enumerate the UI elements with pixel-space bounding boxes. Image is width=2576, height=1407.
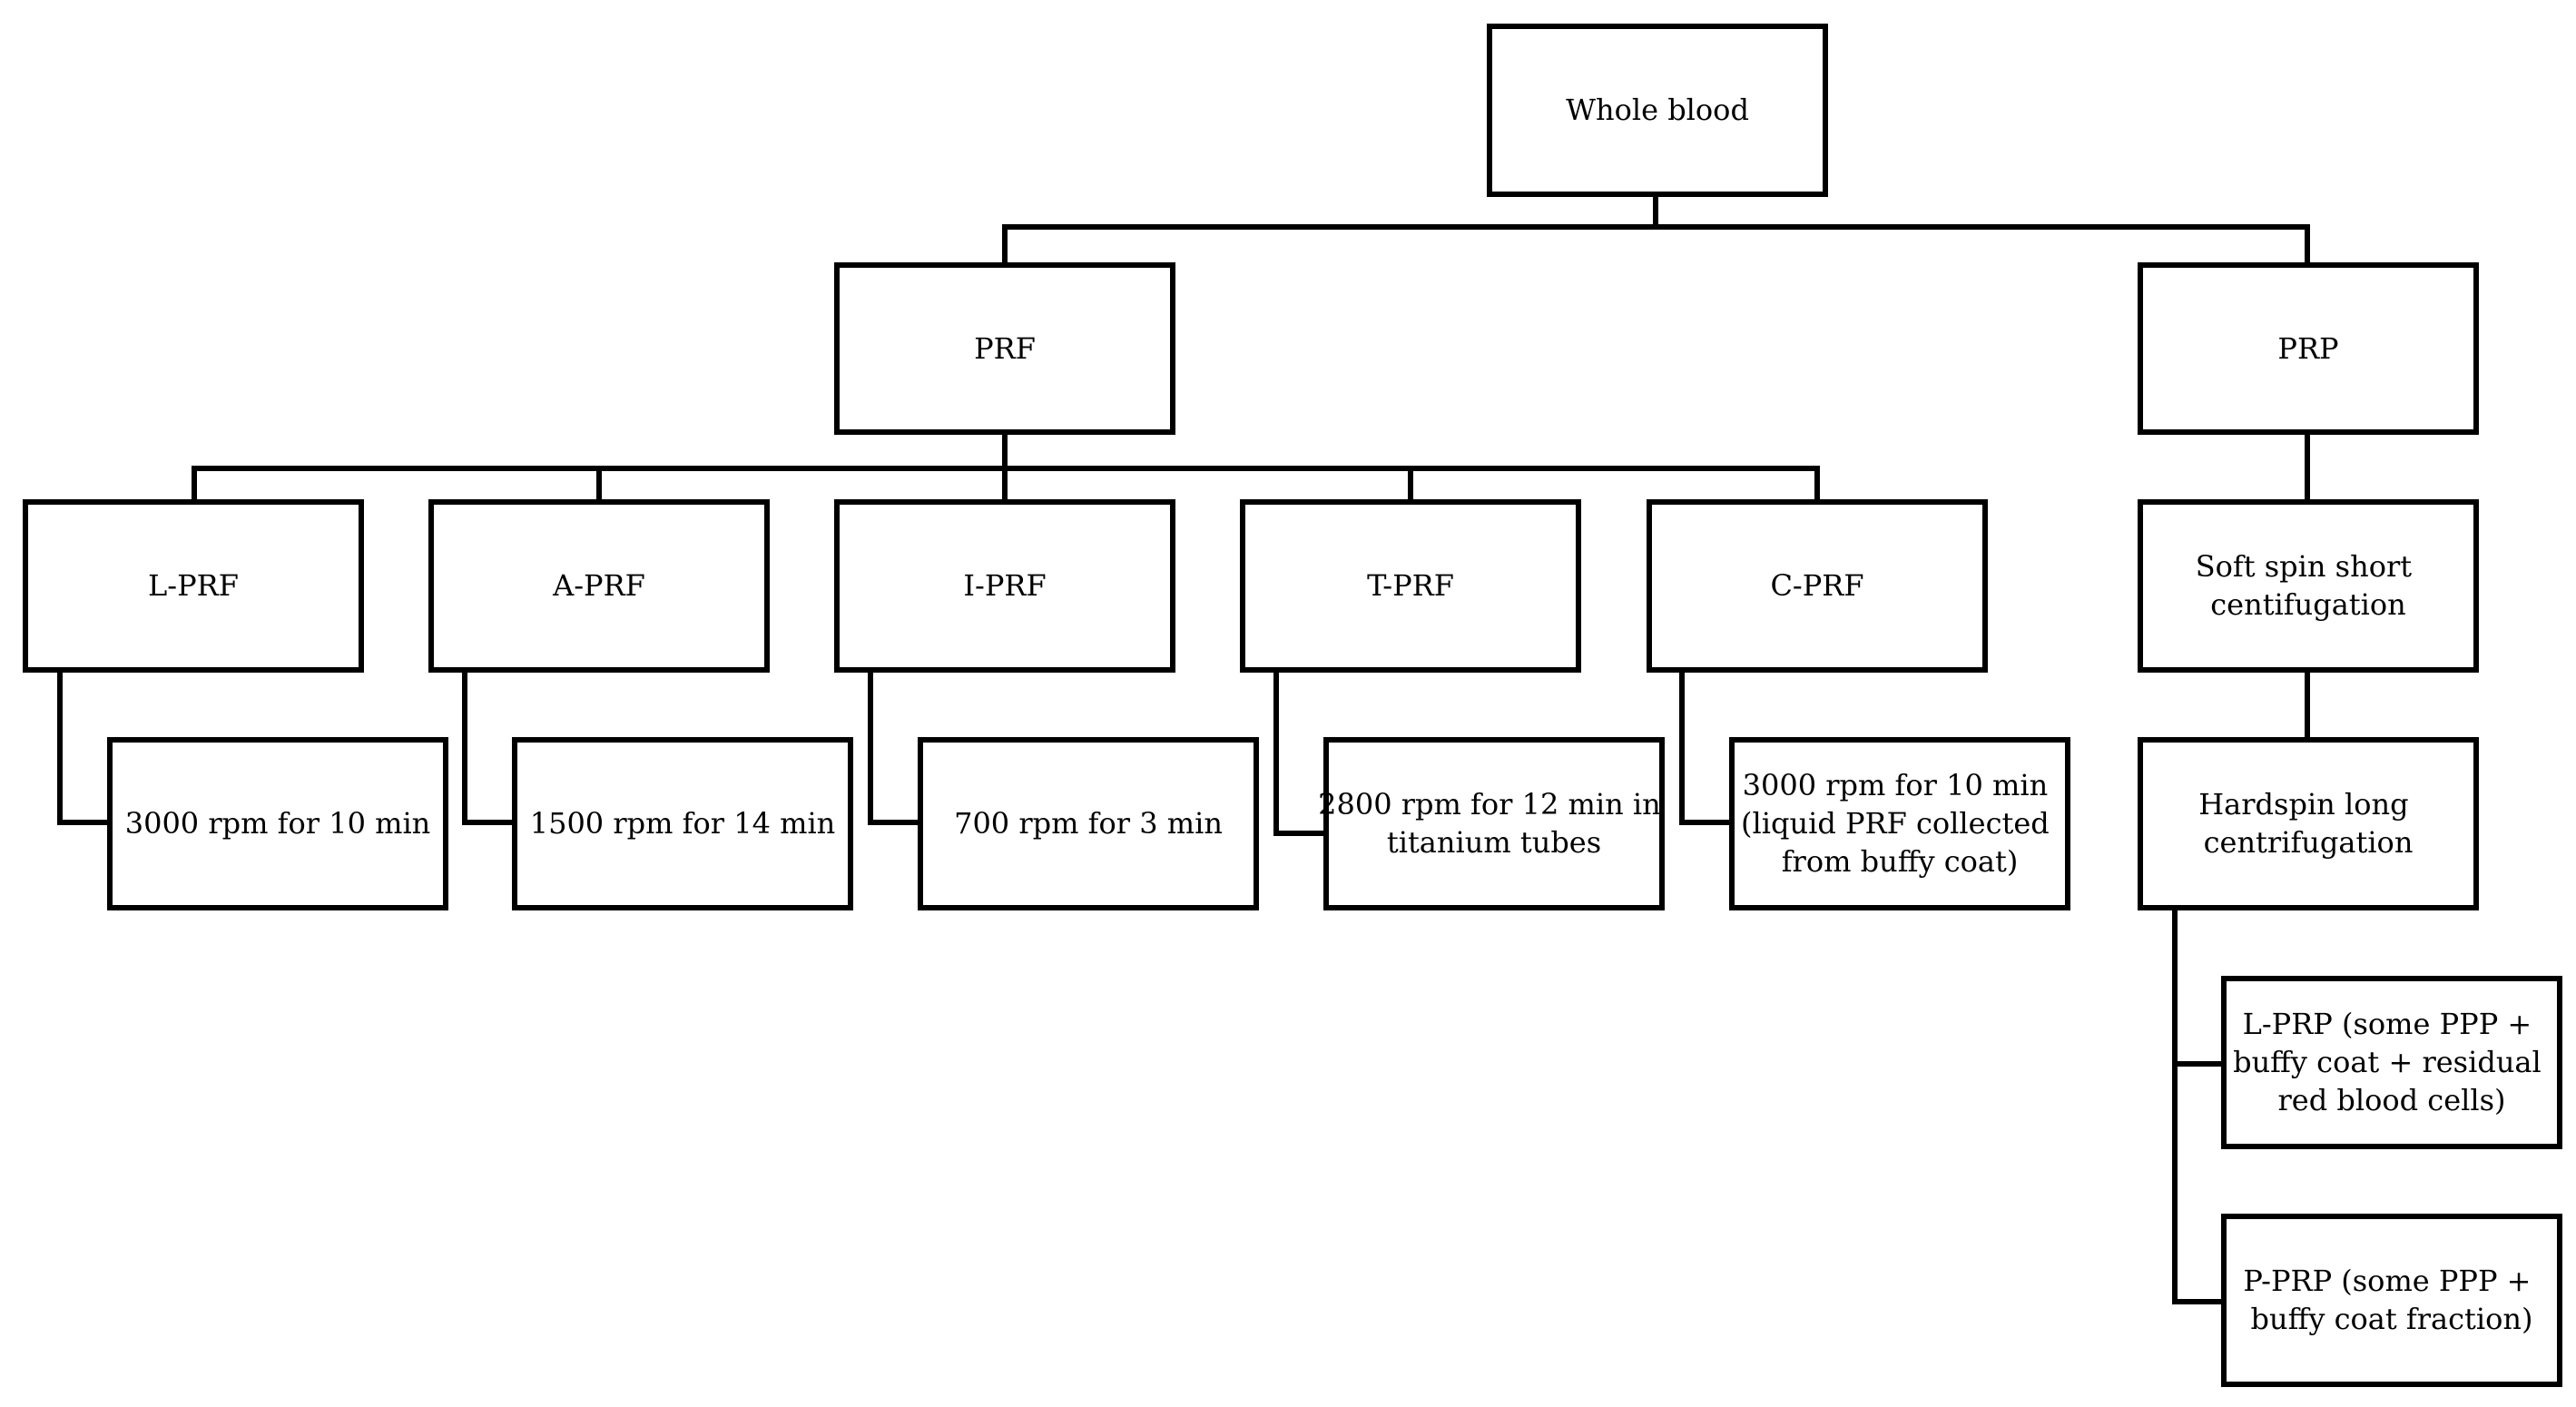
node-i-prf-protocol: 700 rpm for 3 min — [918, 737, 1259, 910]
node-prp-label: PRP — [2277, 331, 2338, 366]
node-prf-label: PRF — [974, 331, 1036, 366]
node-t-prf-protocol-label: 2800 rpm for 12 min in titanium tubes — [1318, 787, 1670, 860]
node-i-prf-label: I-PRF — [963, 568, 1046, 603]
node-whole-blood: Whole blood — [1487, 24, 1828, 197]
node-t-prf-protocol: 2800 rpm for 12 min in titanium tubes — [1318, 737, 1670, 910]
node-prf: PRF — [834, 262, 1175, 435]
node-l-prp: L-PRP (some PPP + buffy coat + residual … — [2221, 976, 2562, 1149]
node-prp: PRP — [2138, 262, 2479, 435]
node-hard-spin: Hardspin long centrifugation — [2138, 737, 2479, 910]
node-t-prf-label: T-PRF — [1367, 568, 1454, 603]
connectors — [57, 192, 2310, 1304]
node-i-prf-protocol-label: 700 rpm for 3 min — [954, 806, 1223, 841]
node-a-prf: A-PRF — [428, 499, 770, 673]
node-whole-blood-label: Whole blood — [1566, 93, 1749, 127]
node-c-prf-protocol: 3000 rpm for 10 min (liquid PRF collecte… — [1729, 737, 2070, 910]
connector-l-prf-to-protocol — [57, 667, 113, 825]
node-c-prf: C-PRF — [1647, 499, 1988, 673]
connector-i-prf-to-protocol — [868, 667, 923, 825]
node-p-prp: P-PRP (some PPP + buffy coat fraction) — [2221, 1214, 2562, 1387]
connector-hard-spin-to-products — [2172, 905, 2227, 1304]
node-c-prf-protocol-label: 3000 rpm for 10 min (liquid PRF collecte… — [1741, 768, 2059, 879]
node-l-prf-protocol: 3000 rpm for 10 min — [107, 737, 448, 910]
node-l-prf: L-PRF — [23, 499, 364, 673]
node-a-prf-label: A-PRF — [552, 568, 645, 603]
node-l-prf-label: L-PRF — [148, 568, 239, 603]
connector-whole-blood-to-prf-prp — [1002, 192, 2310, 268]
node-c-prf-label: C-PRF — [1770, 568, 1863, 603]
node-soft-spin-label: Soft spin short centifugation — [2196, 549, 2422, 622]
node-t-prf: T-PRF — [1240, 499, 1581, 673]
node-a-prf-protocol: 1500 rpm for 14 min — [512, 737, 853, 910]
connector-prf-to-variants — [192, 429, 1820, 505]
connector-t-prf-to-protocol — [1273, 667, 1329, 836]
node-l-prf-protocol-label: 3000 rpm for 10 min — [125, 806, 431, 841]
node-p-prp-label: P-PRP (some PPP + buffy coat fraction) — [2243, 1264, 2540, 1336]
node-hard-spin-label: Hardspin long centrifugation — [2198, 787, 2417, 860]
connector-a-prf-to-protocol — [462, 667, 517, 825]
connector-c-prf-to-protocol — [1679, 667, 1735, 825]
node-l-prp-label: L-PRP (some PPP + buffy coat + residual … — [2233, 1007, 2551, 1117]
node-i-prf: I-PRF — [834, 499, 1175, 673]
node-a-prf-protocol-label: 1500 rpm for 14 min — [530, 806, 836, 841]
node-soft-spin: Soft spin short centifugation — [2138, 499, 2479, 673]
